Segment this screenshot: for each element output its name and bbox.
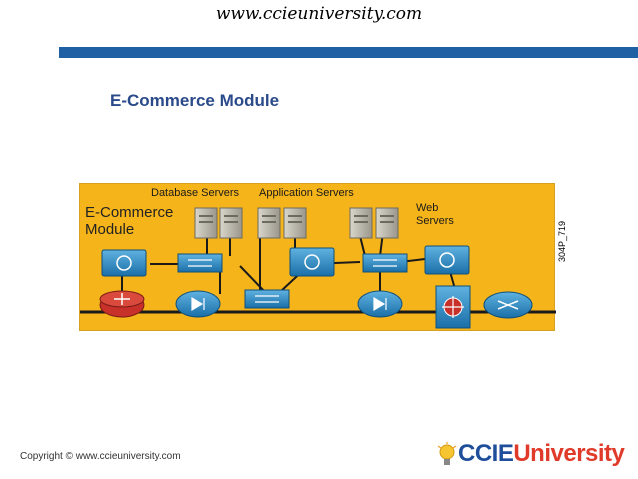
logo-text-ccie: CCIE	[458, 440, 514, 467]
router-icon	[483, 291, 533, 319]
firewall-icon	[289, 247, 335, 277]
router-icon	[99, 290, 145, 318]
web-servers-label: Web Servers	[416, 202, 454, 228]
logo-text: CCIEUniversity	[458, 440, 625, 468]
lightbulb-icon	[437, 442, 457, 465]
firewall-icon	[424, 245, 470, 275]
switch-icon	[362, 253, 408, 273]
content-switch-icon	[435, 285, 471, 329]
network-topology	[80, 207, 556, 329]
switch-icon	[177, 253, 223, 273]
switch-icon	[244, 289, 290, 309]
web-servers-label-line1: Web	[416, 202, 439, 214]
site-url: www.ccieuniversity.com	[215, 4, 423, 24]
module-label-line2: Module	[85, 221, 135, 238]
ecommerce-diagram: E-Commerce Module Database Servers Appli…	[79, 183, 556, 331]
ccie-university-logo: CCIEUniversity	[436, 438, 636, 472]
copyright-text: Copyright © www.ccieuniversity.com	[20, 451, 181, 462]
firewall-icon	[101, 249, 147, 277]
module-label: E-Commerce Module	[85, 204, 173, 238]
web-servers-label-line2: Servers	[416, 215, 454, 227]
module-label-line1: E-Commerce	[85, 204, 174, 221]
database-servers-label: Database Servers	[151, 187, 240, 199]
load-balancer-icon	[175, 290, 221, 318]
load-balancer-icon	[357, 290, 403, 318]
application-servers-label: Application Servers	[259, 187, 354, 199]
figure-code: 304P_719	[557, 220, 567, 262]
title-bar	[59, 47, 638, 58]
slide-title: E-Commerce Module	[110, 91, 280, 110]
logo-text-university: University	[513, 440, 625, 467]
